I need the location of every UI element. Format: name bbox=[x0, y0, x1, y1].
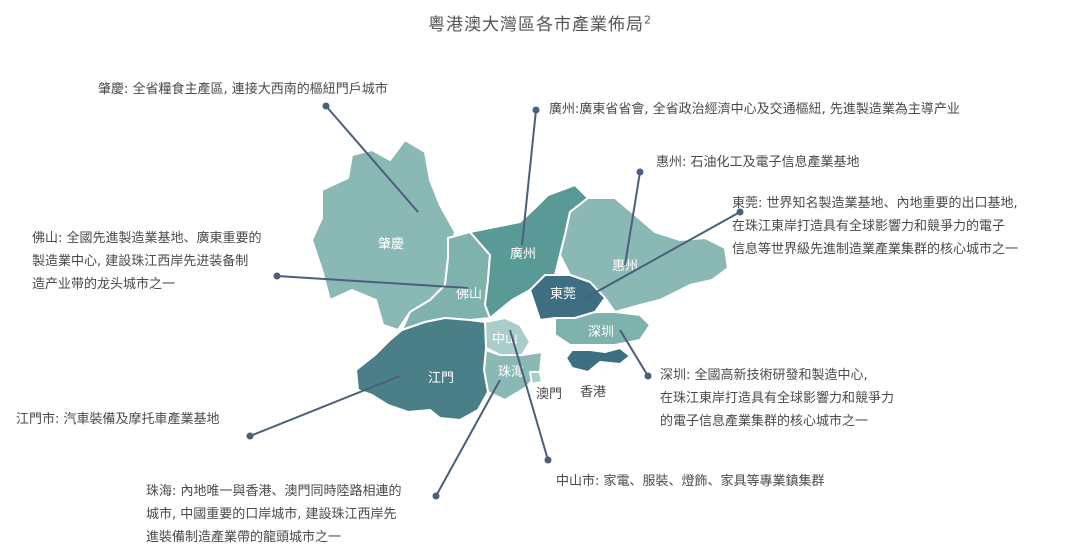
region-zhongshan bbox=[484, 317, 531, 356]
label-jiangmen: 江門 bbox=[428, 371, 454, 386]
annotation-line: 肇慶: 全省糧食主產區, 連接大西南的樞紐門戶城市 bbox=[98, 82, 388, 97]
annotation-line: 在珠江東岸打造具有全球影響力和競爭力 bbox=[660, 391, 895, 406]
annotation-zhuhai: 珠海: 內地唯一與香港、澳門同時陸路相連的 城市, 中國重要的口岸城市, 建設珠… bbox=[146, 480, 402, 549]
annotation-line: 深圳: 全國高新技術研發和製造中心, bbox=[660, 368, 868, 383]
leader-guangzhou bbox=[521, 106, 540, 246]
annotation-jiangmen: 江門市: 汽車裝備及摩托車產業基地 bbox=[16, 408, 220, 431]
label-guangzhou: 廣州 bbox=[510, 247, 536, 262]
annotation-line: 製造業中心, 建設珠江西岸先进装备制 bbox=[32, 254, 249, 269]
annotation-line: 惠州: 石油化工及電子信息產業基地 bbox=[656, 155, 860, 170]
annotation-line: 廣州:廣東省省會, 全省政治經濟中心及交通樞紐, 先進製造業為主導产业 bbox=[549, 102, 960, 117]
label-macau: 澳門 bbox=[536, 386, 562, 402]
leader-foshan bbox=[273, 272, 469, 289]
region-guangzhou bbox=[469, 184, 589, 319]
region-huizhou bbox=[559, 197, 729, 313]
label-zhuhai: 珠海 bbox=[498, 365, 524, 380]
diagram-title: 粵港澳大灣區各市產業佈局2 bbox=[0, 10, 1080, 35]
annotation-dongguan: 東莞: 世界知名製造業基地、內地重要的出口基地, 在珠江東岸打造具有全球影響力和… bbox=[732, 192, 1018, 261]
leader-huizhou bbox=[624, 168, 644, 266]
annotation-line: 東莞: 世界知名製造業基地、內地重要的出口基地, bbox=[732, 196, 1018, 211]
label-dongguan: 東莞 bbox=[550, 286, 576, 302]
region-macau bbox=[529, 371, 543, 385]
annotation-line: 信息等世界級先進制造業產業集群的核心城市之一 bbox=[732, 242, 1019, 257]
leader-zhongshan bbox=[509, 329, 552, 464]
label-hongkong: 香港 bbox=[580, 385, 606, 400]
annotation-line: 在珠江東岸打造具有全球影響力和競爭力的電子 bbox=[732, 219, 1006, 234]
leader-zhaoqing bbox=[322, 102, 419, 213]
leader-shenzhen bbox=[619, 329, 652, 380]
annotation-shenzhen: 深圳: 全國高新技術研發和製造中心, 在珠江東岸打造具有全球影響力和競爭力 的電… bbox=[660, 364, 894, 433]
title-footnote: 2 bbox=[644, 13, 652, 27]
title-text: 粵港澳大灣區各市產業佈局 bbox=[428, 15, 644, 35]
annotation-foshan: 佛山: 全國先進製造業基地、廣東重要的 製造業中心, 建設珠江西岸先进装备制 造… bbox=[32, 227, 262, 296]
leader-dongguan bbox=[581, 208, 744, 301]
annotation-line: 城市, 中國重要的口岸城市, 建設珠江西岸先 bbox=[146, 507, 397, 522]
annotation-line: 珠海: 內地唯一與香港、澳門同時陸路相連的 bbox=[146, 484, 402, 499]
region-shenzhen bbox=[554, 311, 651, 346]
annotation-line: 江門市: 汽車裝備及摩托車產業基地 bbox=[16, 412, 220, 427]
annotation-guangzhou: 廣州:廣東省省會, 全省政治經濟中心及交通樞紐, 先進製造業為主導产业 bbox=[549, 98, 960, 121]
annotation-line: 佛山: 全國先進製造業基地、廣東重要的 bbox=[32, 231, 262, 246]
annotation-line: 進裝備制造產業帶的龍頭城市之一 bbox=[146, 530, 342, 545]
region-jiangmen bbox=[355, 317, 489, 421]
annotation-zhongshan: 中山市: 家電、服裝、燈飾、家具等專業鎮集群 bbox=[556, 470, 825, 493]
annotation-huizhou: 惠州: 石油化工及電子信息產業基地 bbox=[656, 151, 860, 174]
region-hongkong bbox=[565, 347, 631, 373]
leader-jiangmen bbox=[246, 375, 401, 440]
label-huizhou: 惠州 bbox=[612, 259, 638, 274]
annotation-line: 中山市: 家電、服裝、燈飾、家具等專業鎮集群 bbox=[556, 474, 825, 489]
annotation-zhaoqing: 肇慶: 全省糧食主產區, 連接大西南的樞紐門戶城市 bbox=[98, 78, 388, 101]
annotation-line: 的電子信息產業集群的核心城市之一 bbox=[660, 414, 869, 429]
label-shenzhen: 深圳 bbox=[588, 325, 614, 340]
label-zhaoqing: 肇慶 bbox=[378, 237, 404, 252]
label-foshan: 佛山 bbox=[456, 287, 482, 302]
annotation-line: 造产业带的龙头城市之一 bbox=[32, 277, 176, 292]
leader-zhuhai bbox=[432, 379, 501, 500]
